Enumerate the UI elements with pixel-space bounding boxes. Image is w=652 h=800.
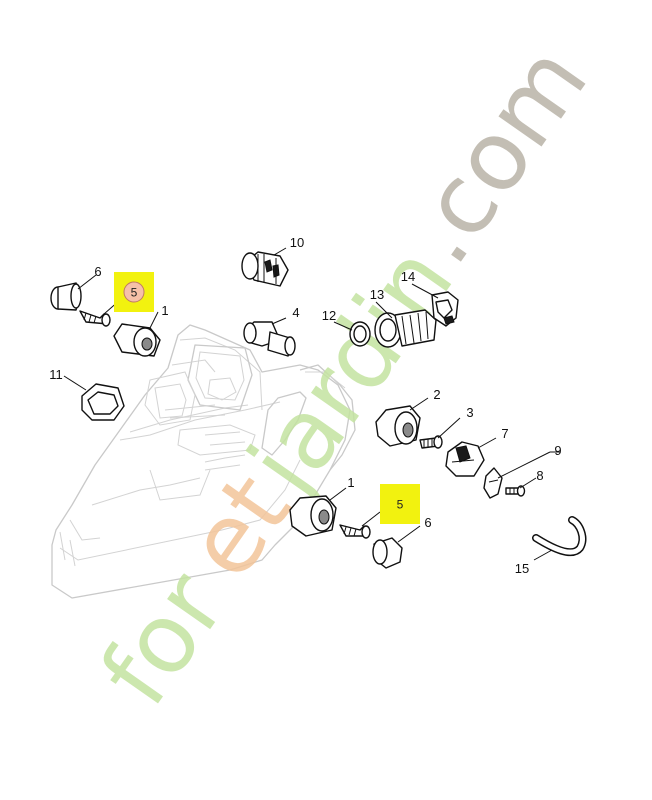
- chainsaw-housing: [51, 324, 356, 599]
- highlight-box-5-top[interactable]: 5: [114, 272, 154, 312]
- callout-6-top: 6: [94, 264, 101, 279]
- highlight-box-5-bottom[interactable]: 5: [380, 484, 420, 524]
- part-11-gasket: [81, 383, 125, 421]
- callout-12: 12: [322, 308, 336, 323]
- part-10-gear: [241, 251, 289, 287]
- part-8-screw: [505, 485, 526, 497]
- callout-11: 11: [49, 367, 63, 382]
- callout-15: 15: [515, 561, 529, 576]
- callout-8: 8: [536, 468, 543, 483]
- callout-5-bottom-label: 5: [397, 498, 404, 512]
- part-6-cap-top: [50, 282, 82, 311]
- watermark-part-4: .com: [382, 26, 609, 283]
- callout-3: 3: [466, 405, 473, 420]
- part-12-ring: [349, 321, 371, 347]
- callout-labels: 6 1 10 4 11 12 13 14 2 3 7 9 8 1 6 15: [49, 235, 561, 576]
- part-15-hose: [532, 516, 587, 557]
- callout-1-top: 1: [161, 303, 168, 318]
- part-6-cap-bottom: [372, 537, 403, 569]
- internal-mechanism: [144, 344, 256, 456]
- callout-9: 9: [554, 443, 561, 458]
- callout-4: 4: [292, 305, 299, 320]
- site-watermark: for et jardin .com: [79, 26, 609, 725]
- part-3-screw: [419, 435, 443, 449]
- callout-14: 14: [401, 269, 415, 284]
- part-7-bracket: [445, 441, 485, 477]
- callout-5-top-label: 5: [131, 286, 138, 300]
- callout-2: 2: [433, 387, 440, 402]
- part-14-clamp: [431, 291, 459, 327]
- callout-6-bottom: 6: [424, 515, 431, 530]
- watermark-part-1: for: [79, 552, 247, 725]
- part-13-spring-sleeve: [374, 309, 437, 348]
- leader-lines: [63, 247, 560, 561]
- callout-10: 10: [290, 235, 304, 250]
- part-5-screw-bottom: [339, 524, 371, 539]
- callout-13: 13: [370, 287, 384, 302]
- callout-1-bottom: 1: [347, 475, 354, 490]
- part-9-lever: [483, 467, 503, 499]
- part-5-screw-top: [79, 310, 111, 327]
- part-2-cylinder: [375, 405, 421, 447]
- callout-7: 7: [501, 426, 508, 441]
- part-1-cylinder-bottom: [289, 495, 337, 537]
- part-1-cylinder-top: [113, 323, 161, 357]
- part-4-bushing: [243, 321, 296, 357]
